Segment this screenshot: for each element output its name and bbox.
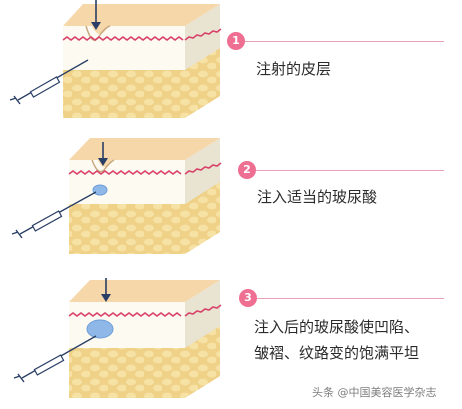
fat-layer-front <box>69 348 185 398</box>
skin-surface <box>63 4 220 34</box>
arrow-head-icon <box>101 294 111 302</box>
hyaluronic-filler-large <box>86 319 114 339</box>
skin-block-3 <box>13 278 222 398</box>
step-line: 注入适当的玻尿酸 <box>257 188 378 206</box>
step-number-badge: 3 <box>239 289 257 307</box>
wrinkle-groove <box>91 159 115 173</box>
syringe-icon <box>13 335 97 383</box>
fat-layer-side <box>185 182 220 254</box>
watermark: 头条 @中国美容医学杂志 <box>312 386 437 399</box>
step-line: 注入后的玻尿酸使凹陷、 <box>254 318 420 336</box>
fat-layer-side <box>185 48 220 118</box>
fat-layer-front <box>63 70 185 118</box>
dermis-ridge <box>68 304 222 317</box>
arrow-head-icon <box>98 158 108 166</box>
arrow-head-icon <box>91 22 101 30</box>
step-description: 注射的皮层 <box>256 58 331 80</box>
fat-layer-front <box>69 204 185 254</box>
step-divider <box>256 170 444 171</box>
step-number-badge: 1 <box>227 32 245 50</box>
step-number-badge: 2 <box>238 161 256 179</box>
fat-layer-side <box>185 326 220 398</box>
dermis-ridge <box>62 28 222 41</box>
step-line: 注射的皮层 <box>256 60 332 78</box>
step-divider <box>244 41 444 42</box>
step-description: 注入适当的玻尿酸 <box>257 186 377 208</box>
step-line: 皱褶、纹路变的饱满平坦 <box>254 344 420 362</box>
dermis-ridge <box>68 162 222 175</box>
syringe-icon <box>11 191 97 239</box>
step-description: 注入后的玻尿酸使凹陷、 皱褶、纹路变的饱满平坦 <box>254 314 419 366</box>
hyaluronic-filler-small <box>92 184 108 196</box>
syringe-icon <box>9 59 89 105</box>
skin-block-1 <box>9 0 222 118</box>
skin-block-2 <box>11 138 222 254</box>
step-divider <box>256 298 444 299</box>
